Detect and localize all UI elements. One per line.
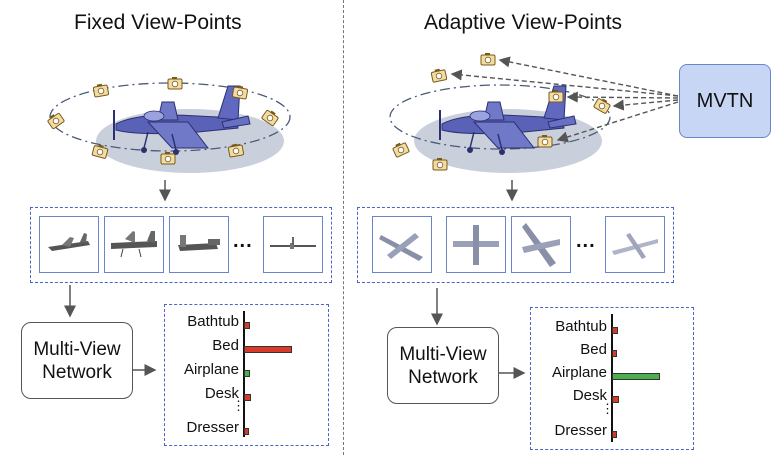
camera-icon [92, 82, 110, 98]
camera-icon [548, 89, 564, 103]
left-network-line1: Multi-View [33, 338, 121, 360]
right-view-thumbnail [605, 216, 665, 273]
right-rendered-views: ... [357, 207, 674, 283]
right-score-panel: Bathtub Bed Airplane Desk ⋮ Dresser [530, 307, 694, 450]
right-score-axis [611, 314, 613, 442]
right-score-bar [612, 396, 619, 403]
right-class-label: Desk [572, 387, 607, 404]
left-class-label: Airplane [183, 361, 239, 378]
right-score-bar [612, 373, 660, 380]
left-score-bar [244, 346, 292, 353]
left-view-thumbnail [39, 216, 99, 273]
left-view-thumbnail [104, 216, 164, 273]
left-score-axis [243, 311, 245, 437]
camera-icon [430, 67, 448, 83]
left-class-label: Bathtub [187, 313, 239, 330]
mvtn-arrows [450, 56, 679, 143]
right-score-bar [612, 431, 617, 438]
right-view-thumbnail [372, 216, 432, 273]
right-class-label: Bed [580, 341, 607, 358]
mvtn-box: MVTN [679, 64, 771, 138]
right-score-bar [612, 327, 618, 334]
camera-icon [537, 134, 553, 148]
left-rendered-views: ... [30, 207, 332, 283]
left-class-label: Desk [204, 385, 239, 402]
right-network-line2: Network [408, 366, 478, 388]
left-vertical-dots: ⋮ [232, 398, 245, 413]
right-views-ellipsis: ... [576, 230, 596, 252]
adaptive-viewpoints-title: Adaptive View-Points [424, 11, 623, 34]
camera-icon [45, 110, 66, 130]
right-network-line1: Multi-View [399, 343, 487, 365]
camera-icon [167, 76, 183, 90]
camera-icon [231, 84, 249, 100]
right-class-label: Dresser [554, 422, 607, 439]
right-score-bar [612, 350, 617, 357]
left-class-label: Bed [212, 337, 239, 354]
left-score-bar [244, 370, 250, 377]
camera-icon [480, 52, 496, 66]
left-views-ellipsis: ... [233, 230, 253, 252]
right-class-label: Airplane [551, 364, 607, 381]
fixed-viewpoints-title: Fixed View-Points [74, 11, 242, 34]
right-view-thumbnail [511, 216, 571, 273]
left-score-bar [244, 322, 250, 329]
left-score-bar [244, 394, 251, 401]
left-view-thumbnail [263, 216, 323, 273]
right-view-thumbnail [446, 216, 506, 273]
right-orbit [389, 84, 611, 150]
right-vertical-dots: ⋮ [601, 401, 614, 416]
camera-icon [160, 151, 176, 165]
left-network-line2: Network [42, 361, 112, 383]
left-view-thumbnail [169, 216, 229, 273]
left-class-label: Dresser [186, 419, 239, 436]
right-class-label: Bathtub [555, 318, 607, 335]
panel-divider [343, 0, 344, 455]
camera-icon [391, 140, 410, 158]
left-score-panel: Bathtub Bed Airplane Desk ⋮ Dresser [164, 304, 329, 446]
left-score-bar [244, 428, 249, 435]
camera-icon [432, 157, 448, 171]
